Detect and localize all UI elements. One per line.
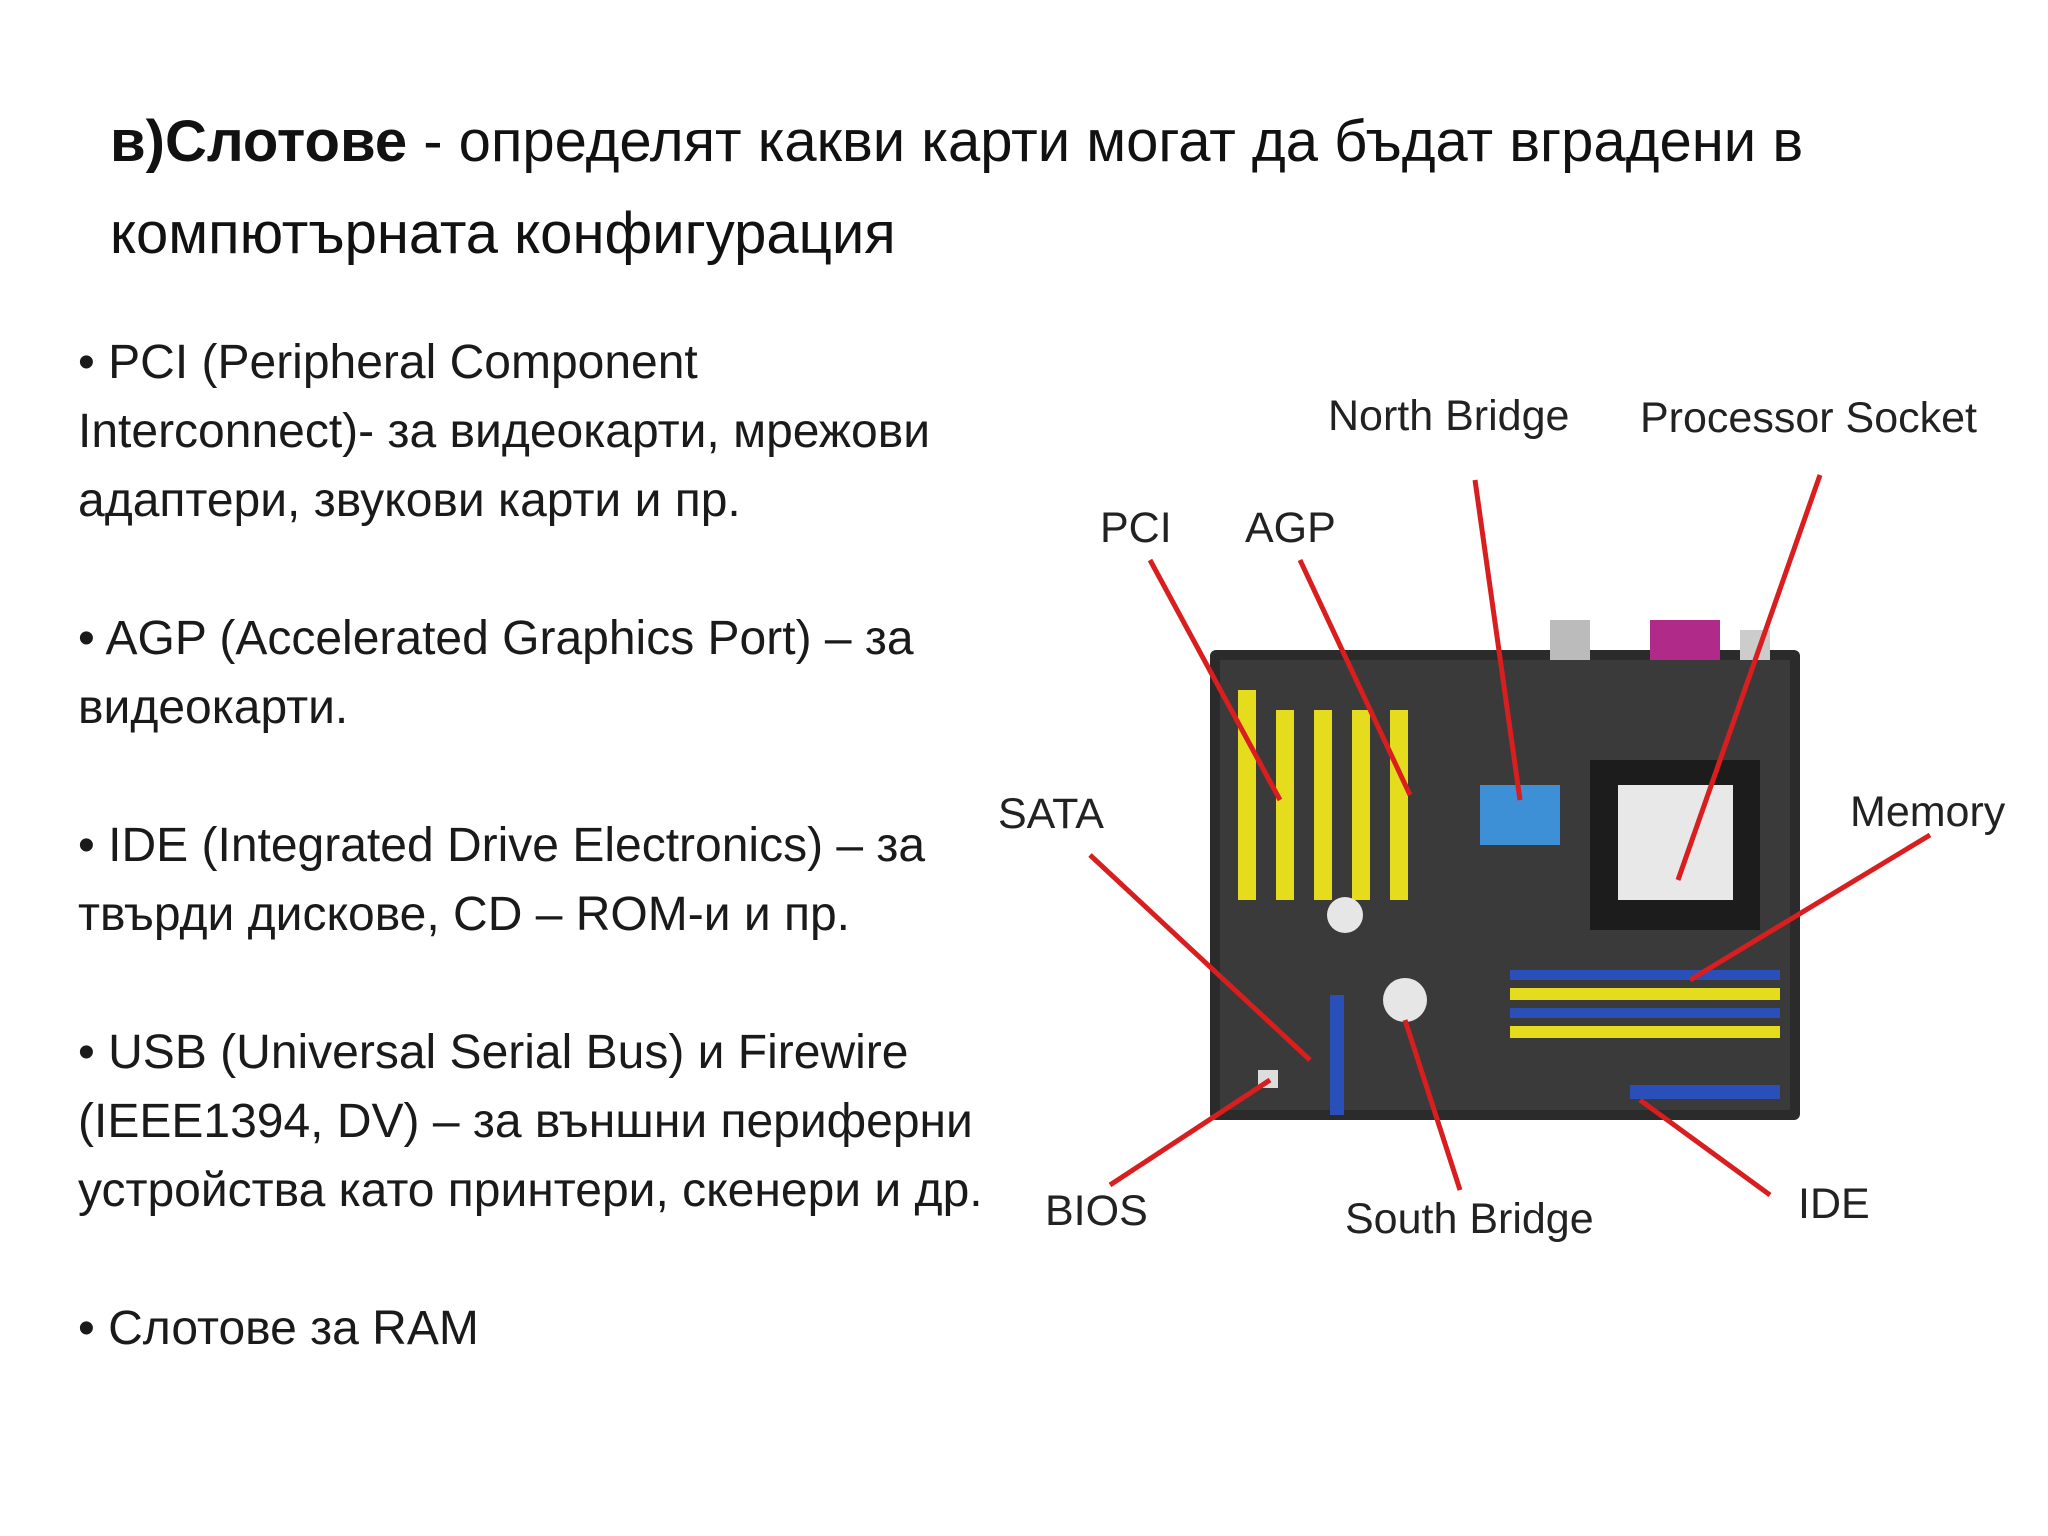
slide-title: в)Слотове - определят какви карти могат … [110,96,1990,280]
bullet-usb-firewire: • USB (Universal Serial Bus) и Firewire … [78,1026,983,1217]
memory-slot [1510,1026,1780,1038]
motherboard-image [1210,620,1800,1120]
memory-slot [1510,988,1780,1000]
pci-slot [1314,710,1332,900]
label-memory: Memory [1850,788,2006,836]
parallel-port [1650,620,1720,660]
bullet-agp: • AGP (Accelerated Graphics Port) – за в… [78,612,914,734]
label-agp: AGP [1245,504,1336,552]
label-south-bridge: South Bridge [1345,1195,1594,1243]
label-pci: PCI [1100,504,1172,552]
bullet-list: • PCI (Peripheral Component Interconnect… [78,328,998,1363]
processor-socket [1618,785,1733,900]
memory-slot [1510,1008,1780,1018]
north-bridge-pointer [1472,479,1523,801]
board-chip [1327,897,1363,933]
pci-slot [1238,690,1256,900]
agp-slot [1390,710,1408,900]
south-bridge [1383,978,1427,1022]
bullet-ide: • IDE (Integrated Drive Electronics) – з… [78,819,926,941]
sata-connector [1330,995,1344,1115]
ide-pointer [1638,1097,1772,1198]
memory-slot [1510,970,1780,980]
pci-pointer [1147,558,1283,802]
bios-pointer [1108,1077,1272,1188]
label-ide: IDE [1798,1180,1870,1228]
ide-connector [1630,1085,1780,1099]
pci-slot [1276,710,1294,900]
agp-pointer [1297,558,1413,797]
label-processor-socket: Processor Socket [1640,394,1977,442]
bullet-ram-slots: • Слотове за RAM [78,1302,479,1355]
processor-socket-pointer [1675,474,1823,881]
pointer-lines [1088,474,1932,1198]
motherboard-diagram: North Bridge Processor Socket PCI AGP SA… [998,392,2006,1243]
memory-pointer [1688,832,1932,983]
pci-slot [1352,710,1370,900]
bullet-pci: • PCI (Peripheral Component Interconnect… [78,336,931,527]
label-north-bridge: North Bridge [1328,392,1569,440]
title-bold-part: в)Слотове [110,109,408,174]
sata-pointer [1088,853,1312,1062]
title-rest: - определят какви карти могат да бъдат в… [110,109,1804,266]
south-bridge-pointer [1402,1019,1463,1191]
label-sata: SATA [998,790,1104,838]
label-bios: BIOS [1045,1187,1148,1235]
